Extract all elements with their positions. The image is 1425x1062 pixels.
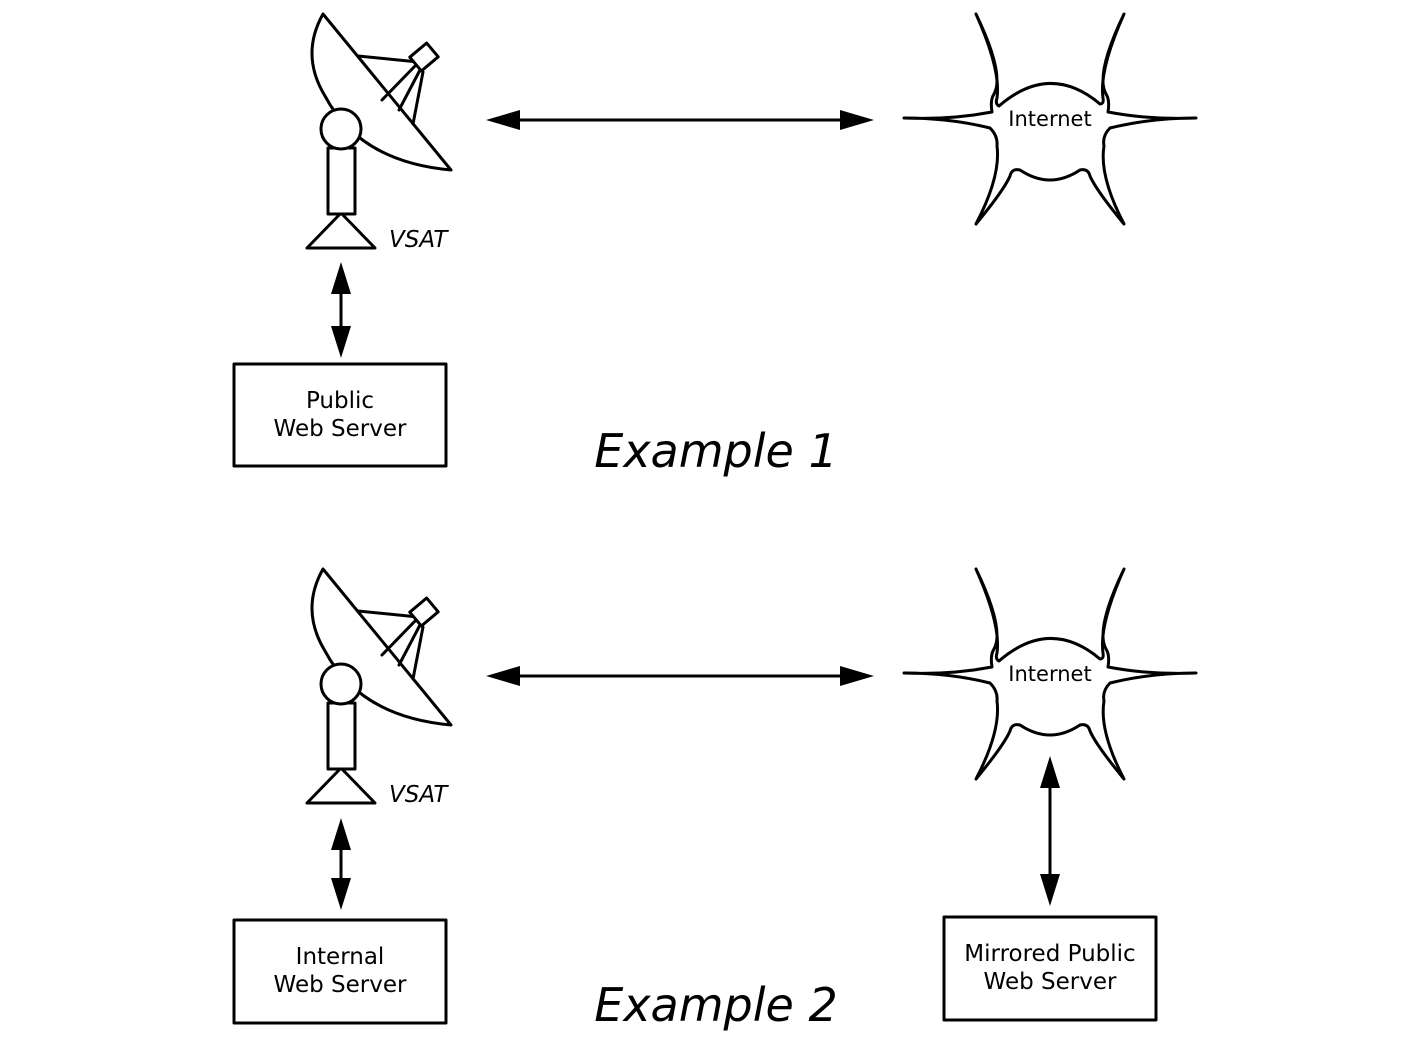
example-title: Example 2 xyxy=(594,978,837,1032)
internal-web-server-box: Internal Web Server xyxy=(232,918,448,1025)
server-label-line1: Public xyxy=(306,388,374,414)
satellite-dish-icon xyxy=(305,12,453,250)
internet-label: Internet xyxy=(1008,662,1091,686)
mirrored-public-web-server-box: Mirrored Public Web Server xyxy=(942,915,1158,1022)
server-label-line2: Web Server xyxy=(274,972,407,998)
server-label-line2: Web Server xyxy=(274,416,407,442)
vsat-server-link-arrow xyxy=(331,262,351,358)
example-1: VSAT Internet Public Web Server Example … xyxy=(232,12,1198,478)
internet-mirror-link-arrow xyxy=(1040,756,1060,906)
mirror-label-line1: Mirrored Public xyxy=(964,941,1135,967)
vsat-internet-link-arrow xyxy=(486,110,874,130)
server-label-line1: Internal xyxy=(296,944,385,970)
satellite-dish-icon xyxy=(305,567,453,805)
vsat-internet-link-arrow xyxy=(486,666,874,686)
vsat-server-link-arrow xyxy=(331,818,351,910)
public-web-server-box: Public Web Server xyxy=(232,362,448,468)
mirror-label-line2: Web Server xyxy=(984,969,1117,995)
example-2: VSAT Internet Internal Web Server Mirror… xyxy=(232,567,1198,1032)
internet-label: Internet xyxy=(1008,107,1091,131)
vsat-label: VSAT xyxy=(389,782,449,808)
vsat-label: VSAT xyxy=(389,227,449,253)
example-title: Example 1 xyxy=(594,424,837,478)
